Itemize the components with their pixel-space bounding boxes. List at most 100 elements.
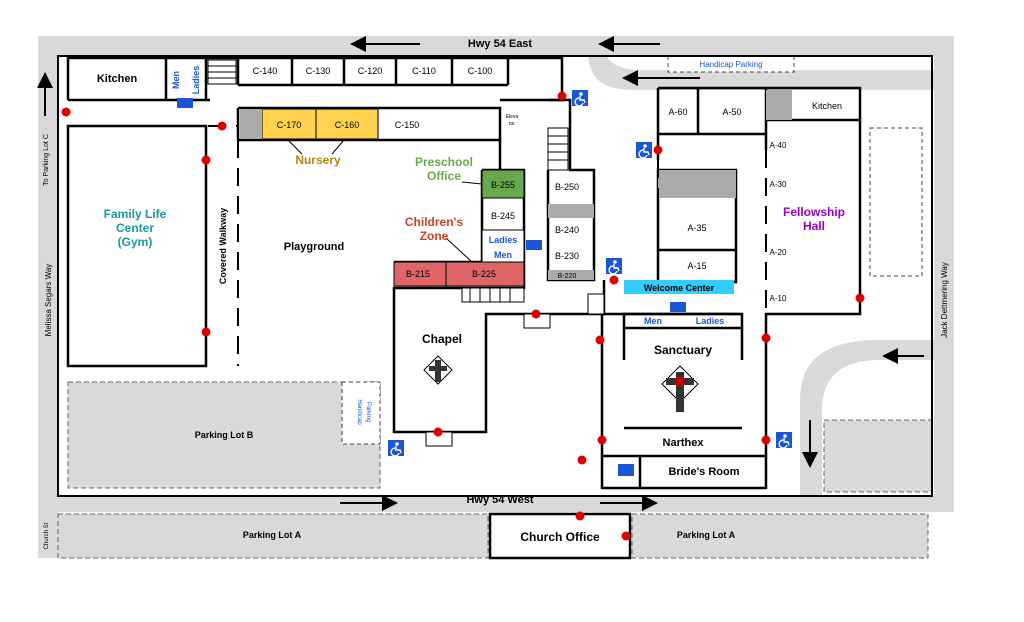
melissa-label: Melissa Segars Way — [44, 264, 53, 337]
room-label: Ladies — [696, 316, 725, 326]
area-label: Narthex — [663, 437, 705, 449]
room-label: B-255 — [491, 180, 515, 190]
entrance-dot — [201, 155, 211, 165]
road-jack — [934, 70, 954, 496]
road-church-st — [38, 512, 58, 558]
area-label: Sanctuary — [654, 343, 712, 357]
entrance-dot — [621, 531, 631, 541]
room-label: A-60 — [668, 107, 687, 117]
restroom-icon — [526, 240, 542, 250]
room-label: Men — [494, 250, 512, 260]
area-label: Preschool — [415, 155, 473, 169]
field-right — [869, 127, 923, 277]
lot-b-label: Parking Lot B — [195, 430, 254, 440]
area-label: Playground — [284, 241, 345, 253]
room-label: C-160 — [335, 120, 360, 130]
room-label: A-20 — [770, 248, 787, 257]
entrance-dot — [761, 333, 771, 343]
room-label: Ladies — [489, 235, 518, 245]
area-label: Nursery — [295, 153, 341, 167]
area-label: Welcome Center — [644, 283, 715, 293]
area-label: Chapel — [422, 332, 462, 346]
room-label: Kitchen — [97, 73, 138, 85]
direction-arrows — [37, 36, 924, 511]
room-label: B-225 — [472, 269, 496, 279]
area-label: Children's — [405, 215, 464, 229]
stairs — [207, 59, 605, 447]
area-label: Office — [427, 169, 461, 183]
restroom-icon — [177, 98, 193, 108]
entrance-dot — [201, 327, 211, 337]
room-label: C-170 — [277, 120, 302, 130]
area-label: Zone — [420, 229, 449, 243]
room-label: B-240 — [555, 225, 579, 235]
lot-a-left-label: Parking Lot A — [243, 530, 302, 540]
c-wing-top — [66, 56, 564, 102]
room-label: C-110 — [412, 66, 436, 76]
room-label: A-10 — [770, 294, 787, 303]
cross-icon — [661, 365, 699, 412]
handicap-side-label-2: Parking — [365, 402, 371, 422]
entrance-dot — [653, 145, 663, 155]
area-label: Family Life — [104, 207, 167, 221]
room-label: C-100 — [468, 66, 493, 76]
room-label: A-40 — [770, 141, 787, 150]
road-hwy-west — [38, 496, 954, 512]
room-label: B-220 — [558, 273, 577, 280]
leader-lines — [287, 139, 483, 263]
room-label: Kitchen — [812, 101, 842, 111]
room-label: C-120 — [358, 66, 383, 76]
entrance-dot — [761, 435, 771, 445]
area-label: Fellowship — [783, 205, 845, 219]
handicap-side-label-1: Handicap — [356, 399, 362, 425]
room-label: A-15 — [687, 261, 706, 271]
room-label: tor — [509, 121, 515, 127]
handicap-parking-side — [341, 381, 381, 445]
restroom-icon — [618, 464, 634, 476]
room-c160 — [315, 108, 379, 140]
room-label: B-250 — [555, 182, 579, 192]
cross-icon — [423, 355, 453, 385]
hwy-west-label: Hwy 54 West — [466, 494, 533, 506]
lot-a-right-label: Parking Lot A — [677, 530, 736, 540]
entrance-dot — [557, 91, 567, 101]
parking-lot-b — [67, 381, 381, 489]
accessible-icons — [388, 90, 792, 457]
to-lot-c-label: To Parking Lot C — [43, 134, 50, 186]
room-label: Men — [644, 316, 662, 326]
parking-lot-a-right — [631, 513, 929, 559]
welcome-center-bar — [624, 280, 734, 294]
room-label: Men — [171, 71, 181, 89]
hwy-east-label: Hwy 54 East — [468, 38, 533, 50]
area-label: (Gym) — [118, 235, 153, 249]
accessible-icon — [388, 440, 404, 457]
room-label: B-230 — [555, 251, 579, 261]
entrance-dot — [61, 107, 71, 117]
room-a-dark — [658, 170, 736, 198]
entrance-dot — [855, 293, 865, 303]
entrance-dot — [595, 335, 605, 345]
room-label: C-140 — [253, 66, 278, 76]
room-label: C-150 — [395, 120, 420, 130]
road-melissa — [38, 36, 58, 496]
labels: Hwy 54 East Hwy 54 West Melissa Segars W… — [43, 38, 949, 549]
area-label: Covered Walkway — [218, 208, 228, 284]
accessible-icon — [606, 258, 622, 275]
entrance-dot — [575, 511, 585, 521]
area-label: Hall — [803, 219, 825, 233]
entrance-dot — [433, 427, 443, 437]
room-label: B-245 — [491, 211, 515, 221]
property-boundary — [57, 55, 933, 497]
accessible-icon — [776, 432, 792, 449]
restroom-icon — [670, 302, 686, 312]
room-label: Ladies — [191, 66, 201, 95]
entrance-dot — [577, 455, 587, 465]
parking-right — [823, 419, 933, 493]
room-label: A-35 — [687, 223, 706, 233]
room-label: A-30 — [770, 180, 787, 189]
accessible-icon — [636, 142, 652, 159]
room-label: C-130 — [306, 66, 331, 76]
entrance-dot — [217, 121, 227, 131]
room-label: Eleva — [506, 114, 519, 120]
